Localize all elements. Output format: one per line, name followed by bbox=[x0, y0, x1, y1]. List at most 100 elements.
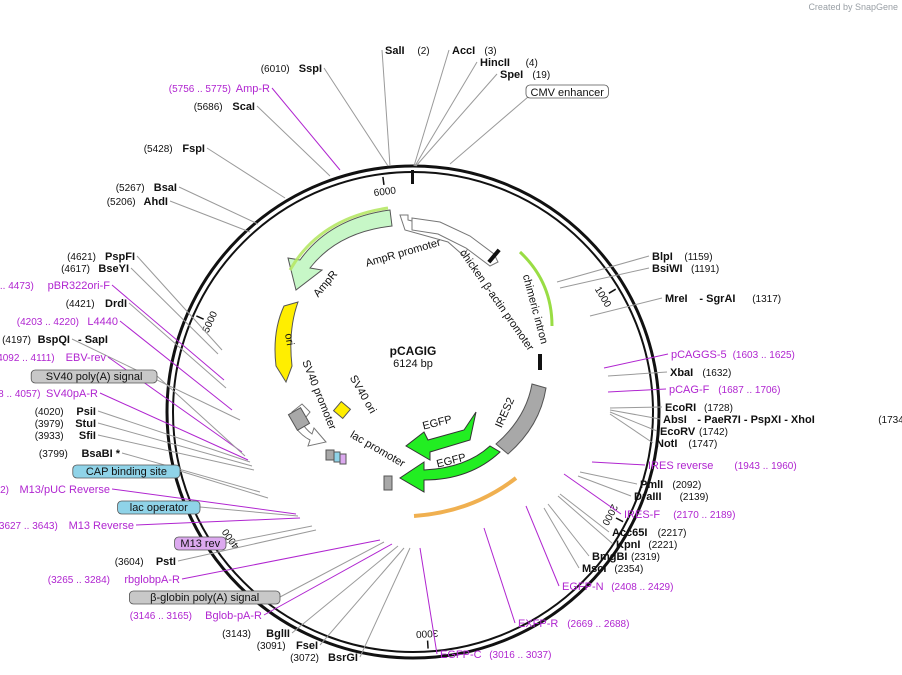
site-label[interactable]: SfiI(3933) bbox=[35, 430, 96, 442]
site-label[interactable]: SpeI(19) bbox=[500, 69, 550, 81]
site-label[interactable]: StuI(3979) bbox=[35, 418, 96, 430]
site-label[interactable]: EcoRV(1742) bbox=[660, 426, 728, 438]
ori-block[interactable] bbox=[274, 301, 299, 384]
site-label[interactable]: KpnI(2221) bbox=[616, 539, 677, 551]
lac-promoter-mark[interactable] bbox=[325, 449, 335, 461]
primer-name: IRES-F bbox=[624, 509, 660, 521]
site-label[interactable]: PmlI(2092) bbox=[640, 479, 701, 491]
site-label[interactable]: Acc65I(2217) bbox=[612, 527, 687, 539]
leader-line bbox=[136, 255, 223, 351]
primer-label[interactable]: Bglob-pA-R(3146 .. 3165) bbox=[130, 610, 262, 622]
site-position: (1317) bbox=[752, 294, 781, 305]
site-label[interactable]: PsiI(4020) bbox=[35, 406, 96, 418]
feature-box-label[interactable]: lac operator bbox=[117, 500, 201, 515]
site-name: NotI bbox=[656, 438, 677, 450]
site-label[interactable]: DraIII(2139) bbox=[634, 491, 709, 503]
primer-label[interactable]: EBV-rev(4092 .. 4111) bbox=[0, 352, 106, 364]
site-label[interactable]: FseI(3091) bbox=[257, 640, 318, 652]
site-position: (2092) bbox=[672, 480, 701, 491]
site-label[interactable]: ScaI(5686) bbox=[194, 101, 255, 113]
primer-label[interactable]: IRES-F(2170 .. 2189) bbox=[624, 509, 735, 521]
primer-name: rbglobpA-R bbox=[124, 574, 180, 586]
primer-name: EGFP-C bbox=[440, 649, 482, 661]
bglobin-polya-mark bbox=[383, 475, 393, 491]
site-position: (1734) bbox=[878, 415, 902, 426]
site-label[interactable]: MreI- SgrAI(1317) bbox=[665, 293, 781, 305]
leader-line bbox=[609, 409, 661, 420]
site-label[interactable]: HincII(4) bbox=[480, 57, 538, 69]
primer-label[interactable]: pCAGGS-5(1603 .. 1625) bbox=[671, 349, 795, 361]
site-name: PsiI bbox=[76, 406, 96, 418]
site-name: PstI bbox=[156, 556, 176, 568]
site-label[interactable]: BseYI(4617) bbox=[61, 263, 129, 275]
primer-label[interactable]: EXFP-R(2669 .. 2688) bbox=[518, 618, 629, 630]
primer-name: M13 Reverse bbox=[69, 520, 134, 532]
primer-label[interactable]: L4440(4203 .. 4220) bbox=[17, 316, 118, 328]
site-label[interactable]: BsaI(5267) bbox=[116, 182, 177, 194]
site-label[interactable]: BspQI(4197)- SapI bbox=[2, 334, 108, 346]
primer-label[interactable]: pCAG-F(1687 .. 1706) bbox=[669, 384, 780, 396]
primer-label[interactable]: EGFP-C (3016 .. 3037) bbox=[440, 649, 551, 661]
site-name: DrdI bbox=[105, 298, 127, 310]
primer-label[interactable]: rbglobpA-R(3265 .. 3284) bbox=[48, 574, 180, 586]
primer-range: (3016 .. 3037) bbox=[489, 650, 551, 661]
site-label[interactable]: BglII(3143) bbox=[222, 628, 290, 640]
site-label[interactable]: BsiWI(1191) bbox=[652, 263, 719, 275]
egfp-arrow-2[interactable] bbox=[399, 445, 501, 493]
site-name: EcoRI bbox=[665, 402, 696, 414]
site-label[interactable]: XbaI(1632) bbox=[670, 367, 731, 379]
site-label[interactable]: SspI(6010) bbox=[261, 63, 322, 75]
feature-label-ori: ori bbox=[282, 332, 296, 346]
primer-label[interactable]: Amp-R(5756 .. 5775) bbox=[169, 83, 270, 95]
ampr-cds[interactable] bbox=[287, 209, 393, 291]
primer-label[interactable]: M13/pUC Reverse(3640 .. 3662) bbox=[0, 484, 110, 496]
feature-box-label[interactable]: SV40 poly(A) signal bbox=[30, 369, 158, 384]
leader-line bbox=[609, 406, 663, 409]
primer-name: Bglob-pA-R bbox=[205, 610, 262, 622]
site-label[interactable]: MscI(2354) bbox=[582, 563, 643, 575]
site-label[interactable]: DrdI(4421) bbox=[66, 298, 127, 310]
feature-box-label[interactable]: M13 rev bbox=[174, 536, 227, 551]
site-name: SspI bbox=[299, 63, 322, 75]
cmv-enhancer-label[interactable]: CMV enhancer bbox=[525, 84, 609, 99]
site-label[interactable]: NotI(1747) bbox=[656, 438, 717, 450]
site-label[interactable]: BsrGI(3072) bbox=[290, 652, 358, 664]
primer-label[interactable]: pBR322ori-F(4454 .. 4473) bbox=[0, 280, 110, 292]
site-label[interactable]: EcoRI(1728) bbox=[665, 402, 733, 414]
site-label[interactable]: BsaBI * (3799) bbox=[39, 448, 121, 460]
site-position: (3799) bbox=[39, 449, 68, 460]
cba-promoter-arrow[interactable] bbox=[411, 217, 499, 267]
site-label[interactable]: BmgBI(2319) bbox=[592, 551, 660, 563]
primer-label[interactable]: SV40pA-R(4038 .. 4057) bbox=[0, 388, 98, 400]
site-label[interactable]: AhdI(5206) bbox=[107, 196, 168, 208]
site-name: HincII bbox=[480, 57, 510, 69]
primer-label[interactable]: EGFP-N(2408 .. 2429) bbox=[562, 581, 673, 593]
primer-name: Amp-R bbox=[236, 83, 270, 95]
sv40-ori-box[interactable] bbox=[332, 400, 352, 420]
feature-box-label[interactable]: CAP binding site bbox=[72, 464, 181, 479]
leader-line bbox=[99, 392, 249, 461]
site-label[interactable]: AbsI- PaeR7I - PspXI - XhoI(1734) bbox=[663, 414, 902, 426]
site-label[interactable]: PstI(3604) bbox=[115, 556, 176, 568]
primer-range: (3640 .. 3662) bbox=[0, 485, 9, 496]
site-label[interactable]: FspI(5428) bbox=[144, 143, 205, 155]
egfp-arrow-1[interactable] bbox=[405, 411, 477, 461]
site-label[interactable]: PspFI(4621) bbox=[67, 251, 135, 263]
leader-line bbox=[559, 267, 650, 289]
site-name: SpeI bbox=[500, 69, 523, 81]
primer-label[interactable]: IRES reverse(1943 .. 1960) bbox=[648, 460, 797, 472]
feature-box-label[interactable]: β-globin poly(A) signal bbox=[128, 590, 281, 605]
site-name: BsaBI * bbox=[81, 448, 120, 460]
site-label[interactable]: BlpI(1159) bbox=[652, 251, 713, 263]
primer-label[interactable]: M13 Reverse(3627 .. 3643) bbox=[0, 520, 134, 532]
lac-operator-mark bbox=[333, 451, 341, 463]
site-name: BsaI bbox=[154, 182, 177, 194]
leader-line bbox=[607, 371, 668, 377]
marker-intron-end bbox=[538, 354, 542, 370]
site-label[interactable]: SalI(2) bbox=[385, 45, 430, 57]
leader-line bbox=[577, 475, 632, 497]
leader-line bbox=[291, 545, 399, 634]
site-position: (1191) bbox=[691, 264, 719, 275]
ires2-block[interactable] bbox=[495, 383, 547, 455]
site-label[interactable]: AccI(3) bbox=[452, 45, 497, 57]
